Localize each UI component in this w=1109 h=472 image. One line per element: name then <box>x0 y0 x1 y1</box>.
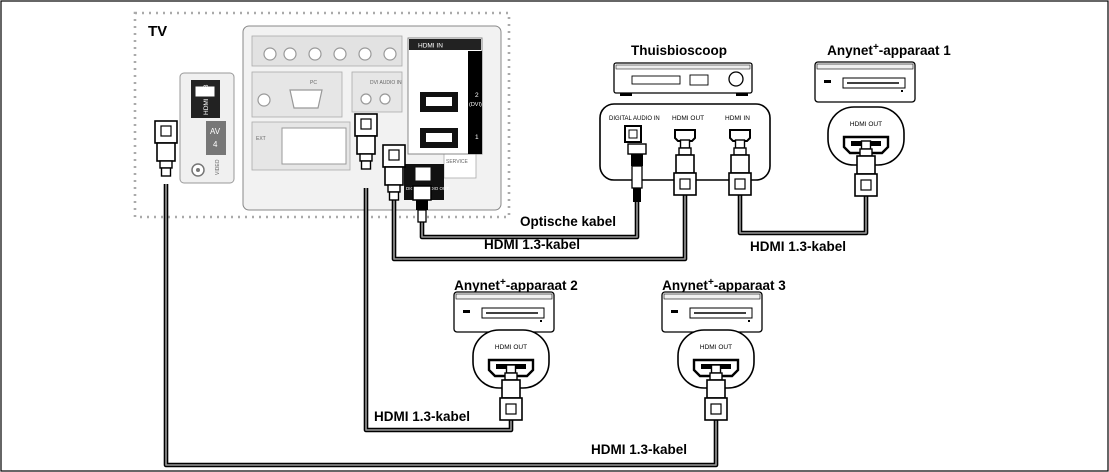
home-theater-title: Thuisbioscoop <box>631 43 727 58</box>
device2-title-sup: + <box>500 277 506 288</box>
ext-label: EXT <box>256 136 266 142</box>
hdmi-cable-label-tv-ht: HDMI 1.3-kabel <box>484 237 580 252</box>
device1-port-label: HDMI OUT <box>850 121 882 128</box>
device2-title-prefix: Anynet <box>454 278 500 293</box>
device1-title-sup: + <box>873 42 879 53</box>
hdmi-in-label: HDMI IN <box>418 43 443 50</box>
tv-side-panel: HDMI IN 3 AV 4 VIDEO <box>179 72 235 184</box>
device2-player <box>453 291 555 333</box>
port1-label: 1 <box>475 134 479 141</box>
device3-player <box>661 291 763 333</box>
tv-dotted-frame <box>133 11 511 219</box>
tv-label: TV <box>148 23 167 40</box>
optical-cable-label: Optische kabel <box>520 214 616 229</box>
device2-title-suffix: -apparaat 2 <box>506 278 578 293</box>
video-label: VIDEO <box>215 159 221 175</box>
device3-title: Anynet+-apparaat 3 <box>662 277 786 293</box>
pc-label: PC <box>310 80 317 86</box>
av-num: 4 <box>213 140 218 149</box>
hdmi-plug-tv-hdmi3 <box>154 120 178 177</box>
hdmi3-label: HDMI IN 3 <box>203 84 210 115</box>
optical-plug-ht <box>627 143 647 202</box>
device1-player <box>814 61 916 103</box>
av-label: AV <box>210 127 221 136</box>
device1-title: Anynet+-apparaat 1 <box>827 42 951 58</box>
device2-title: Anynet+-apparaat 2 <box>454 277 578 293</box>
ht-port-digital-label: DIGITAL AUDIO IN <box>609 116 660 122</box>
device3-title-prefix: Anynet <box>662 278 708 293</box>
home-theater-unit <box>613 62 753 96</box>
device3-title-suffix: -apparaat 3 <box>714 278 787 293</box>
service-label: SERVICE <box>446 159 469 165</box>
device1-title-suffix: -apparaat 1 <box>879 43 952 58</box>
device2-port-label: HDMI OUT <box>495 344 527 351</box>
optical-plug-tv <box>412 185 432 223</box>
hdmi-cable-label-ht-device1: HDMI 1.3-kabel <box>750 239 846 254</box>
ht-port-hdmi-in-label: HDMI IN <box>725 115 750 122</box>
ht-port-hdmi-out-label: HDMI OUT <box>672 115 704 122</box>
hdmi-cable-label-device3: HDMI 1.3-kabel <box>591 442 687 457</box>
cable-lines <box>163 184 869 468</box>
device3-port-label: HDMI OUT <box>700 344 732 351</box>
port2-sub: (DVI) <box>469 102 482 108</box>
port2-label: 2 <box>475 92 479 99</box>
device3-title-sup: + <box>708 277 714 288</box>
hdmi-cable-label-device2: HDMI 1.3-kabel <box>374 409 470 424</box>
device1-title-prefix: Anynet <box>827 43 873 58</box>
dvi-audio-label: DVI AUDIO IN <box>370 80 402 86</box>
